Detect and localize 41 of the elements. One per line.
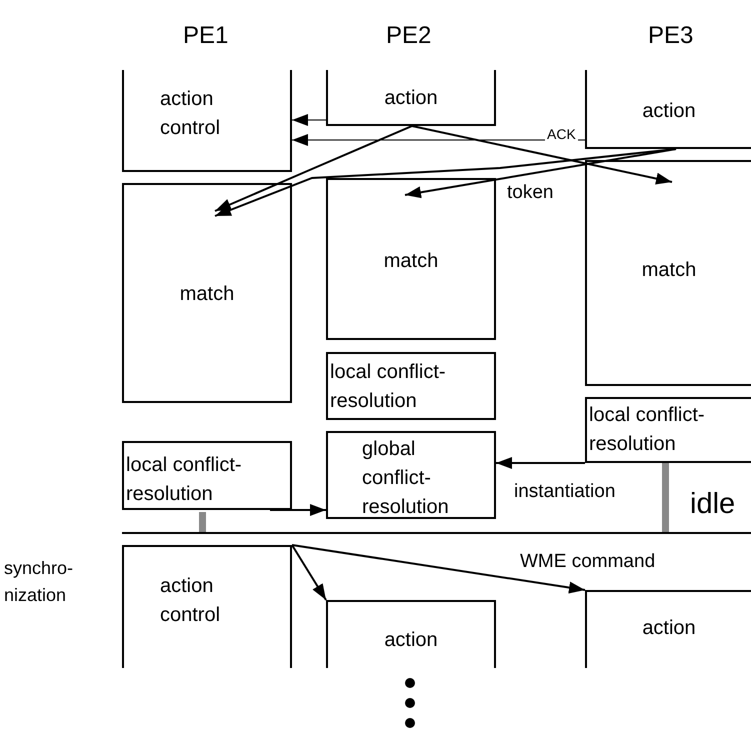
process-box [122, 545, 292, 668]
arrow [292, 544, 586, 594]
arrow [412, 125, 672, 184]
process-box [122, 441, 292, 510]
column-heading: PE2 [386, 22, 432, 50]
annotation-text: idle [690, 488, 736, 521]
annotation-text: synchro- nization [4, 557, 74, 607]
column-heading: PE3 [648, 22, 694, 50]
process-box [326, 178, 496, 340]
box-label: match [178, 282, 236, 307]
box-label: match [382, 249, 440, 274]
box-label: action control [160, 574, 222, 628]
process-box [585, 397, 751, 463]
box-label: local conflict- resolution [126, 453, 243, 507]
process-box [326, 352, 496, 420]
arrow [270, 504, 326, 516]
process-box [585, 160, 751, 386]
box-label: local conflict- resolution [589, 403, 706, 457]
box-label: action [383, 86, 439, 111]
box-label: local conflict- resolution [330, 360, 447, 414]
box-label: action [641, 616, 697, 641]
arrow [214, 125, 412, 212]
arrow [496, 457, 585, 469]
box-label: action [383, 628, 439, 653]
process-box [585, 70, 751, 149]
arrow [404, 148, 676, 198]
box-label: action control [160, 87, 222, 141]
process-box [585, 590, 751, 668]
process-box [326, 431, 496, 519]
arrow [291, 544, 327, 601]
column-heading: PE1 [183, 22, 228, 50]
arrow [214, 148, 676, 217]
process-box [326, 600, 496, 668]
arrow [292, 114, 326, 126]
process-box [122, 70, 292, 172]
box-label: match [640, 258, 698, 283]
box-label: global conflict- resolution [362, 437, 450, 520]
process-box [326, 70, 496, 126]
process-box [122, 183, 292, 403]
arrow [292, 134, 586, 146]
box-label: action [641, 99, 697, 124]
